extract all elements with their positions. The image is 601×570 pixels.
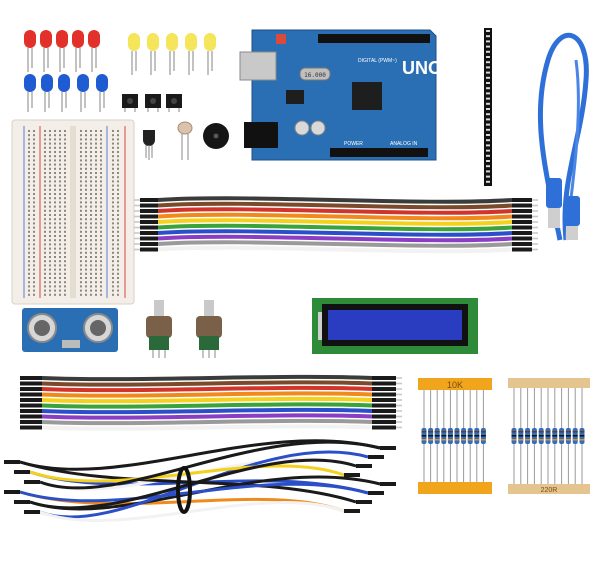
board-power-label: POWER	[344, 141, 363, 147]
small-sensors	[143, 121, 193, 160]
breadboard	[11, 119, 135, 305]
jumper-ribbon-bottom	[20, 374, 402, 431]
potentiometers	[146, 300, 222, 358]
resistor-label-right: 220R	[541, 487, 558, 494]
red-leds	[24, 30, 100, 72]
pin-header	[484, 28, 492, 186]
board-analog-label: ANALOG IN	[390, 141, 418, 147]
jumper-ribbon-top	[134, 196, 538, 254]
board-logo: UNO	[402, 58, 442, 78]
arduino-uno-board: 16.000 UNO DIGITAL (PWM~) POWER ANALOG I…	[239, 29, 442, 161]
yellow-leds	[128, 33, 216, 75]
resistor-label-left: 10K	[447, 380, 463, 390]
push-buttons	[122, 94, 182, 112]
ultrasonic-sensor	[22, 308, 118, 352]
loose-jumper-wires	[4, 439, 396, 523]
crystal-label: 16.000	[304, 72, 326, 79]
blue-leds	[24, 74, 108, 112]
usb-cable	[537, 32, 589, 241]
resistor-strip-left: 10K	[418, 378, 492, 494]
resistor-strip-right: 220R	[508, 378, 590, 494]
board-digital-label: DIGITAL (PWM~)	[358, 58, 397, 64]
buzzer	[203, 123, 229, 149]
breadboard-holes	[28, 130, 119, 296]
lcd-module	[312, 298, 478, 354]
